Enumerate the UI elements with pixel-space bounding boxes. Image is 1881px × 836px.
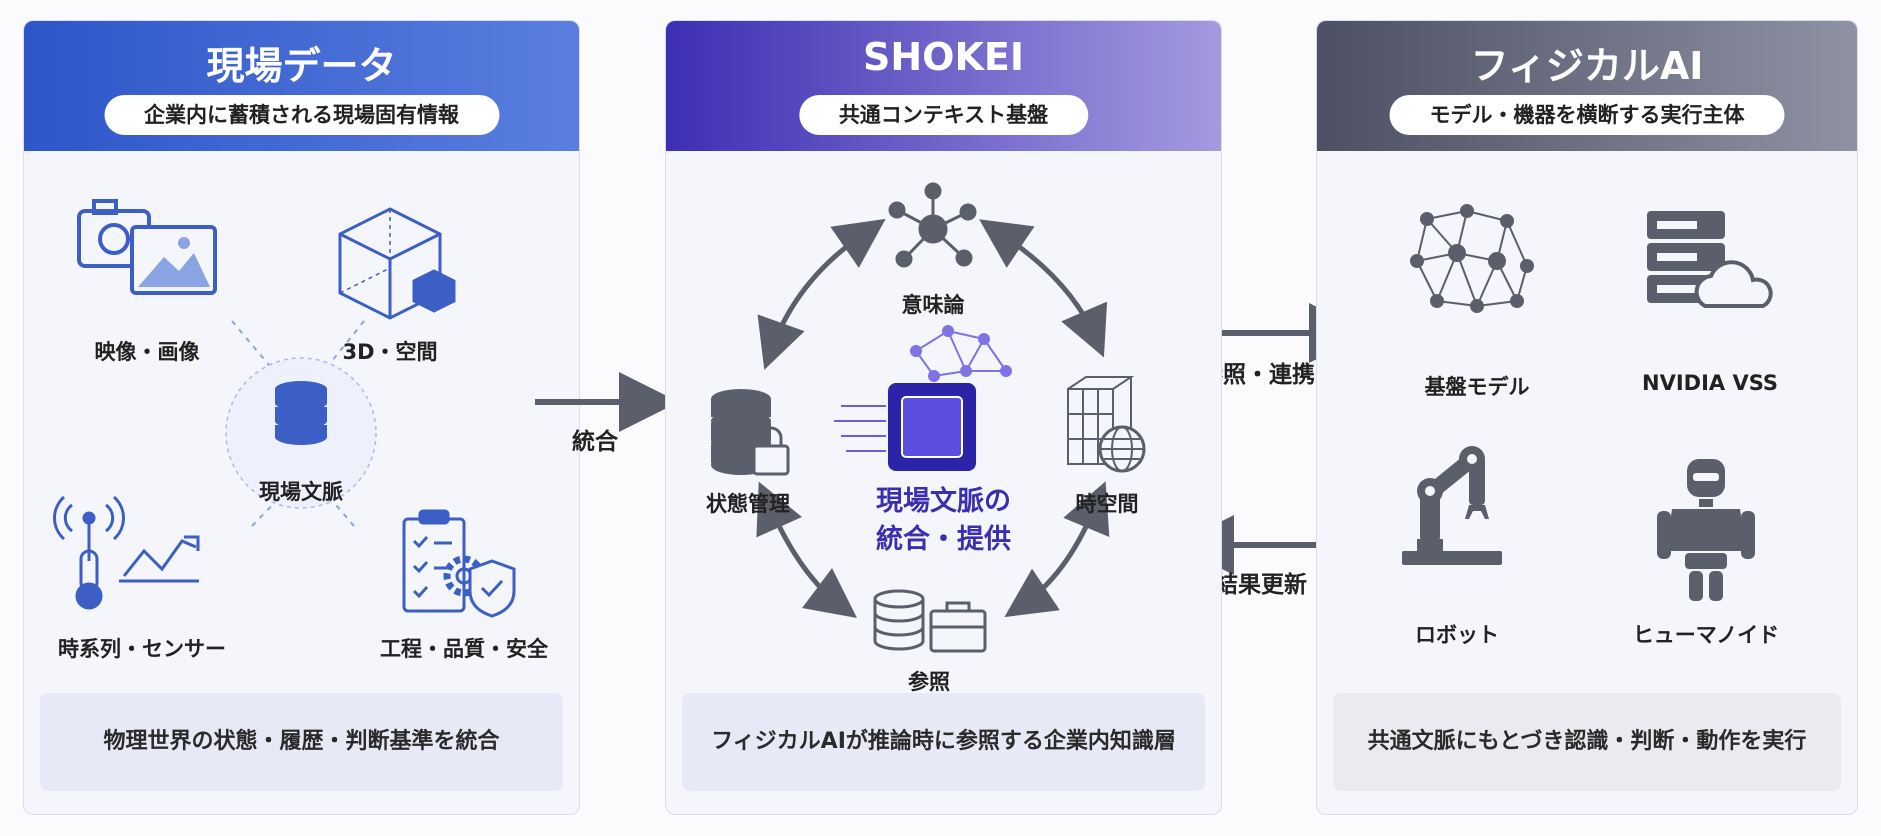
network-node-icon: [888, 182, 977, 268]
video-image-label: 映像・画像: [94, 340, 200, 364]
shokei-panel: SHOKEI 共通コンテキスト基盤: [665, 20, 1222, 815]
checklist-gear-shield-icon: [402, 509, 516, 618]
state-management-label: 状態管理: [706, 492, 790, 516]
physical-ai-panel: フィジカルAI モデル・機器を横断する実行主体: [1316, 20, 1858, 815]
reference-label: 参照: [908, 670, 950, 694]
cycle-arrow-bottom-left: [756, 481, 857, 619]
shokei-graphics: [711, 182, 1146, 653]
physical-ai-graphics: [1402, 204, 1773, 601]
field-data-header: 現場データ 企業内に蓄積される現場固有情報: [24, 21, 579, 151]
shokei-title: SHOKEI: [862, 35, 1025, 79]
physical-ai-title: フィジカルAI: [1470, 44, 1704, 88]
shokei-subtitle: 共通コンテキスト基盤: [798, 95, 1089, 135]
server-cloud-icon: [1647, 211, 1773, 308]
center-title-line2: 統合・提供: [876, 524, 1011, 555]
center-title: 現場文脈の 統合・提供: [876, 483, 1011, 559]
physical-ai-header: フィジカルAI モデル・機器を横断する実行主体: [1317, 21, 1857, 151]
shokei-header: SHOKEI 共通コンテキスト基盤: [666, 21, 1221, 151]
camera-image-icon: [77, 199, 217, 295]
humanoid-icon: [1657, 459, 1755, 601]
database-lock-icon: [711, 389, 790, 476]
physical-ai-footer: 共通文脈にもとづき認識・判断・動作を実行: [1333, 693, 1841, 791]
3d-space-label: 3D・空間: [342, 340, 438, 364]
timeseries-sensor-label: 時系列・センサー: [58, 637, 226, 661]
cube-globe-icon: [1067, 376, 1146, 473]
nvidia-vss-label: NVIDIA VSS: [1641, 371, 1779, 395]
center-title-line1: 現場文脈の: [876, 486, 1011, 517]
foundation-model-label: 基盤モデル: [1424, 375, 1530, 399]
spacetime-label: 時空間: [1075, 492, 1139, 516]
cycle-arrow-top-left: [757, 218, 886, 370]
chip-network-icon: [834, 325, 1012, 471]
integrate-label: 統合: [572, 429, 618, 455]
field-data-footer: 物理世界の状態・履歴・判断基準を統合: [40, 693, 563, 791]
shokei-footer: フィジカルAIが推論時に参照する企業内知識層: [682, 693, 1205, 791]
cycle-arrow-top-right: [979, 219, 1108, 358]
result-update-label: 結果更新: [1215, 572, 1307, 598]
field-data-panel: 現場データ 企業内に蓄積される現場固有情報: [23, 20, 580, 815]
field-context-label: 現場文脈: [259, 480, 343, 504]
robot-arm-icon: [1402, 446, 1502, 565]
field-data-subtitle: 企業内に蓄積される現場固有情報: [104, 95, 499, 135]
physical-ai-subtitle: モデル・機器を横断する実行主体: [1389, 95, 1785, 135]
semantics-label: 意味論: [901, 293, 965, 317]
3d-cube-icon: [338, 207, 456, 320]
cycle-arrow-bottom-right: [1004, 481, 1110, 618]
field-data-title: 現場データ: [206, 44, 397, 88]
database-briefcase-icon: [873, 589, 987, 653]
process-quality-safety-label: 工程・品質・安全: [380, 637, 548, 661]
neural-network-icon: [1410, 204, 1534, 313]
field-data-graphics: [53, 199, 516, 618]
humanoid-label: ヒューマノイド: [1632, 623, 1780, 647]
database-icon: [275, 381, 327, 445]
sensor-chart-icon: [53, 495, 200, 610]
robot-label: ロボット: [1415, 623, 1499, 647]
